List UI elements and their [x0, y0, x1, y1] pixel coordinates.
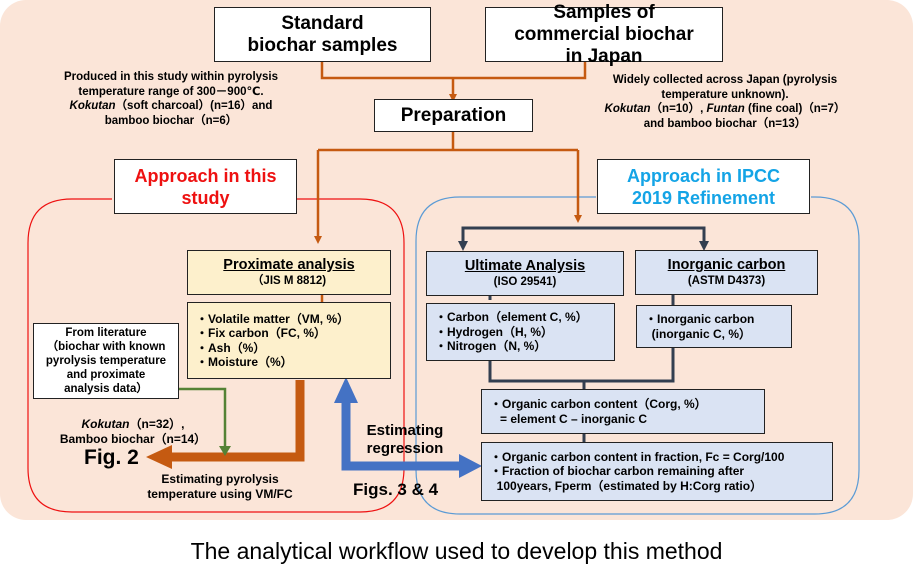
commercial-note: Widely collected across Japan (pyrolysis…	[580, 73, 870, 131]
proximate-item: ・Fix carbon（FC, %）	[196, 326, 327, 340]
ipcc-title-box: Approach in IPCC 2019 Refinement	[597, 159, 810, 214]
literature-count-line: Bamboo biochar（n=14）	[59, 431, 207, 446]
proximate-header: Proximate analysis	[223, 257, 355, 273]
figure-caption: The analytical workflow used to develop …	[190, 538, 723, 564]
kokutan-term: Kokutan	[69, 100, 116, 112]
proximate-standard: （JIS M 8812)	[251, 275, 327, 287]
literature-counts: Kokutan（n=32）, Bamboo biochar（n=14）	[48, 417, 218, 446]
standard-note-line: Kokutan（soft charcoal）(n=16）and	[36, 99, 306, 114]
commercial-note-line: Kokutan（n=10）, Funtan (fine coal)（n=7）	[580, 102, 870, 117]
fraction-box: ・Organic carbon content in fraction, Fc …	[481, 442, 833, 501]
ipcc-frame	[415, 196, 860, 515]
funtan-term: Funtan	[706, 103, 745, 115]
inorganic-header: Inorganic carbon	[667, 257, 786, 273]
standard-biochar-box: Standard biochar samples	[214, 7, 431, 62]
ultimate-item: ・Hydrogen（H, %）	[435, 324, 554, 339]
organic-carbon-box: ・Organic carbon content（Corg, %） = eleme…	[481, 389, 765, 434]
proximate-item: ・Volatile matter（VM, %）	[196, 311, 350, 326]
arrow-to-fig2-head	[146, 445, 172, 469]
fraction-line: ・Organic carbon content in fraction, Fc …	[490, 449, 785, 464]
inorganic-header-box: Inorganic carbon (ASTM D4373)	[635, 250, 818, 295]
study-frame	[27, 198, 405, 513]
fraction-line: 100years, Fperm（estimated by H:Corg rati…	[490, 478, 763, 493]
commercial-note-line: temperature unknown).	[661, 88, 789, 101]
preparation-label: Preparation	[400, 104, 507, 126]
literature-line: （biochar with known	[46, 341, 166, 353]
kokutan-term: Kokutan	[604, 103, 651, 115]
fig2-description: Estimating pyrolysis temperature using V…	[140, 472, 300, 501]
literature-line: From literature	[65, 327, 147, 339]
connector-ipcc-split	[461, 226, 706, 240]
connector-standard	[320, 62, 453, 80]
organic-line: = element C – inorganic C	[490, 411, 648, 426]
ultimate-items-box: ・Carbon（element C, %） ・Hydrogen（H, %） ・N…	[426, 303, 615, 361]
commercial-note-text: (fine coal)（n=7）	[744, 103, 846, 115]
ultimate-header-box: Ultimate Analysis (ISO 29541)	[426, 251, 624, 296]
arrow-regression	[341, 400, 466, 471]
connector-commercial	[453, 62, 587, 80]
arrow-literature	[178, 387, 227, 448]
literature-line: analysis data）	[64, 383, 148, 395]
inorganic-items-box: ・Inorganic carbon (inorganic C, %）	[636, 305, 792, 348]
literature-line: and proximate	[66, 369, 146, 381]
study-title-box: Approach in this study	[114, 159, 297, 214]
ultimate-item: ・Carbon（element C, %）	[435, 310, 588, 325]
connector-to-organic	[488, 348, 675, 383]
commercial-note-line: Widely collected across Japan (pyrolysis	[612, 74, 838, 86]
standard-note: Produced in this study within pyrolysis …	[36, 70, 306, 128]
preparation-box: Preparation	[374, 99, 533, 132]
standard-note-line: bamboo biochar（n=6）	[104, 114, 238, 127]
inorganic-item: ・Inorganic carbon	[645, 312, 755, 326]
commercial-note-text: （n=10）,	[650, 103, 707, 115]
literature-line: pyrolysis temperature	[45, 355, 167, 367]
proximate-items-box: ・Volatile matter（VM, %） ・Fix carbon（FC, …	[187, 302, 391, 379]
ultimate-header: Ultimate Analysis	[464, 258, 586, 274]
inorganic-standard: (ASTM D4373)	[687, 275, 766, 287]
proximate-item: ・Moisture（%）	[196, 355, 293, 369]
ipcc-title: Approach in IPCC 2019 Refinement	[626, 165, 780, 208]
commercial-biochar-box: Samples of commercial biochar in Japan	[485, 2, 723, 67]
standard-note-line: temperature range of 300－900℃.	[78, 85, 264, 98]
study-title: Approach in this study	[134, 165, 277, 208]
regression-label: Estimating regression	[360, 422, 450, 458]
figs34-label: Figs. 3 & 4	[353, 480, 439, 499]
connector-preparation-split	[318, 132, 578, 152]
proximate-item: ・Ash（%）	[196, 340, 266, 355]
fig2-desc-line: temperature using VM/FC	[147, 486, 293, 501]
ultimate-item: ・Nitrogen（N, %）	[435, 339, 547, 354]
standard-note-text: （soft charcoal）(n=16）and	[115, 100, 273, 112]
arrow-to-fig2	[170, 380, 305, 462]
literature-count-text: （n=32）,	[129, 417, 185, 431]
fig2-desc-line: Estimating pyrolysis	[161, 472, 279, 486]
fraction-line: ・Fraction of biochar carbon remaining af…	[490, 464, 745, 479]
inorganic-item: (inorganic C, %）	[645, 326, 752, 341]
standard-biochar-label: Standard biochar samples	[247, 12, 398, 56]
arrow-regression-head-right	[459, 454, 482, 478]
proximate-header-box: Proximate analysis （JIS M 8812)	[187, 250, 391, 295]
fig2-label: Fig. 2	[84, 446, 139, 469]
arrow-regression-head-up	[334, 377, 358, 403]
standard-note-line: Produced in this study within pyrolysis	[63, 71, 279, 83]
regression-line: Estimating	[366, 422, 444, 439]
literature-count-line: Kokutan（n=32）,	[48, 417, 218, 432]
arrow-literature-head	[219, 446, 231, 456]
kokutan-term: Kokutan	[81, 417, 130, 431]
organic-line: ・Organic carbon content（Corg, %）	[490, 397, 707, 411]
ultimate-standard: (ISO 29541)	[493, 276, 557, 288]
commercial-note-line: and bamboo biochar（n=13）	[643, 117, 807, 130]
commercial-biochar-label: Samples of commercial biochar in Japan	[514, 1, 694, 67]
literature-box: From literature （biochar with known pyro…	[33, 323, 179, 399]
regression-line: regression	[366, 440, 444, 457]
